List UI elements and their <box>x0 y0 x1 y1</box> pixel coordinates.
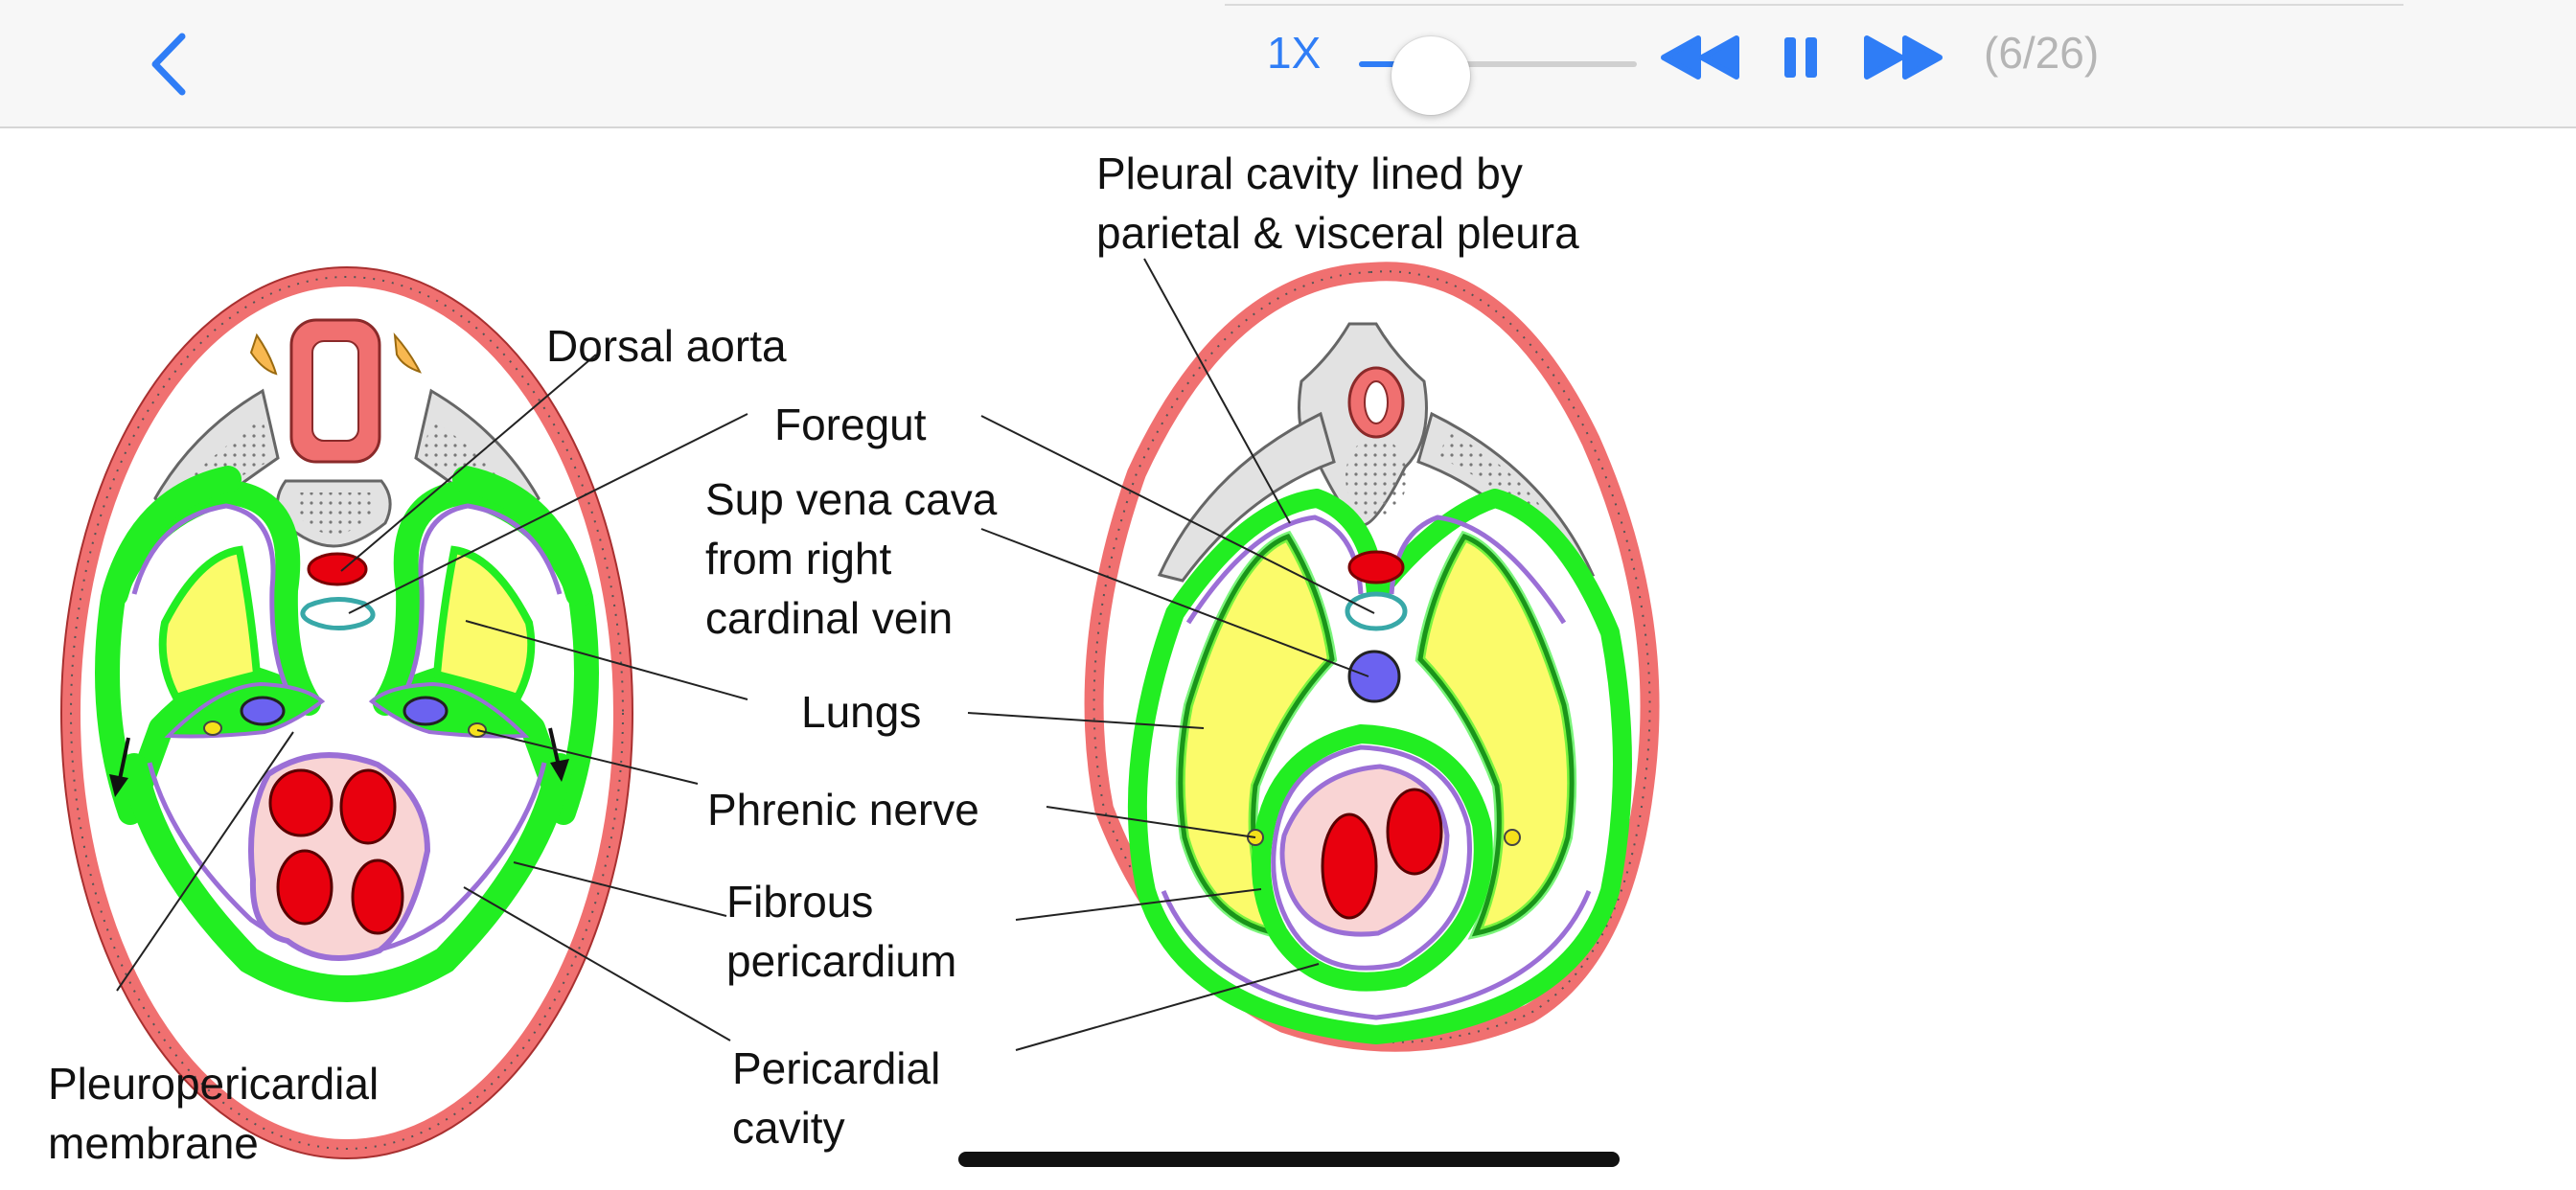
leader-pleural-cavity <box>1143 258 1291 524</box>
dorsal-root-ganglion-right <box>393 332 422 374</box>
label-lungs: Lungs <box>801 687 922 737</box>
outer-pleura-upper-left <box>102 466 242 607</box>
heart-right-chamber-2 <box>1386 788 1443 876</box>
heart-chamber-4 <box>351 858 404 935</box>
foregut <box>300 597 376 630</box>
leader-pleuropericardial <box>116 731 294 992</box>
label-dorsal-aorta: Dorsal aorta <box>546 321 787 371</box>
chevron-left-icon <box>151 33 186 96</box>
cardinal-vein-right <box>402 696 448 726</box>
right-lung <box>432 545 536 702</box>
back-button[interactable] <box>144 29 201 100</box>
cardinal-vein-left <box>240 696 286 726</box>
vertebra-right-marrow <box>1346 437 1407 517</box>
leader-phrenic-right <box>1046 806 1256 838</box>
playback-speed-button[interactable]: 1X <box>1267 28 1322 78</box>
foregut-right <box>1345 591 1408 631</box>
leader-pericardial-right <box>1015 963 1320 1051</box>
dorsal-root-ganglion-left <box>249 332 278 376</box>
leader-sup-vena-cava <box>980 528 1369 677</box>
leader-lungs-right <box>967 712 1205 729</box>
toolbar-divider <box>1225 4 2404 6</box>
leader-phrenic-left <box>476 729 699 785</box>
leader-dorsal-aorta <box>340 354 597 572</box>
heart-right-chamber-1 <box>1321 812 1378 920</box>
outer-pleura-upper-right <box>452 466 592 607</box>
label-pleural-cavity-line1: Pleural cavity lined by <box>1096 149 1523 198</box>
label-foregut: Foregut <box>774 400 927 449</box>
heart-chamber-2 <box>339 768 397 845</box>
leader-lines <box>116 258 1375 1051</box>
phrenic-nerve-left <box>203 721 222 736</box>
leader-lungs-left <box>465 620 748 700</box>
home-indicator[interactable] <box>958 1152 1620 1167</box>
dorsal-aorta-right <box>1347 550 1405 584</box>
label-svc-line2: from right <box>705 534 892 584</box>
slide-canvas: Pleural cavity lined by parietal & visce… <box>0 128 2576 1190</box>
parietal-pleura-left <box>1185 515 1364 625</box>
phrenic-nerve-right-section-right <box>1504 829 1521 846</box>
leader-foregut-right <box>980 415 1375 614</box>
visceral-pleura-right <box>1414 530 1577 940</box>
label-svc-line1: Sup vena cava <box>705 474 998 524</box>
heart-chamber-1 <box>268 768 334 837</box>
rib-right-section-left <box>1157 411 1336 583</box>
vertebral-marrow <box>294 492 374 535</box>
slider-thumb[interactable] <box>1392 36 1470 115</box>
label-pleural-cavity-line2: parietal & visceral pleura <box>1096 208 1579 258</box>
pause-icon <box>1784 37 1817 78</box>
body-wall-outline <box>60 266 633 1159</box>
sup-vena-cava <box>1347 650 1401 703</box>
leader-fibrous-left <box>513 861 727 917</box>
body-wall-pattern <box>70 276 624 1150</box>
neural-canal <box>311 340 359 442</box>
fast-forward-button[interactable] <box>1861 29 1947 90</box>
fast-forward-icon <box>1864 35 1943 80</box>
left-lung <box>158 545 262 702</box>
heart-chamber-3 <box>276 849 334 926</box>
label-fibrous-line1: Fibrous <box>726 877 874 927</box>
rewind-icon <box>1661 35 1739 80</box>
player-toolbar: 1X (6/26) <box>0 0 2576 128</box>
pause-button[interactable] <box>1781 29 1823 90</box>
label-pleuropericardial-line1: Pleuropericardial <box>48 1059 380 1109</box>
label-svc-line3: cardinal vein <box>705 593 954 643</box>
embryo-cross-section-diagram <box>60 258 1660 1159</box>
parietal-pleura-right <box>1389 515 1567 625</box>
progress-slider[interactable] <box>1359 34 1646 115</box>
outer-pleura-lower <box>121 753 573 1002</box>
label-phrenic-nerve: Phrenic nerve <box>707 785 979 835</box>
leader-pericardial-left <box>463 886 731 1041</box>
slider-track <box>1359 61 1637 67</box>
rewind-button[interactable] <box>1658 29 1744 90</box>
membrane-line-right <box>403 503 563 692</box>
membrane-line-left <box>131 503 290 692</box>
label-pericardial-cavity-line1: Pericardial <box>732 1043 941 1093</box>
parietal-pleura-lower <box>1161 890 1592 1020</box>
label-pericardial-cavity-line2: cavity <box>732 1103 845 1153</box>
label-pleuropericardial-line2: membrane <box>48 1118 259 1168</box>
neural-canal-right <box>1364 380 1389 424</box>
growth-arrow-left <box>109 737 130 797</box>
leader-foregut-left <box>348 413 748 614</box>
right-cross-section <box>1084 262 1660 1052</box>
left-cross-section <box>60 266 633 1159</box>
visceral-pleura-left <box>1175 530 1338 940</box>
pleuropericardial-membrane-right <box>368 681 530 739</box>
leader-fibrous-right <box>1015 888 1262 921</box>
label-fibrous-line2: pericardium <box>726 936 957 986</box>
slide-counter: (6/26) <box>1984 28 2100 78</box>
